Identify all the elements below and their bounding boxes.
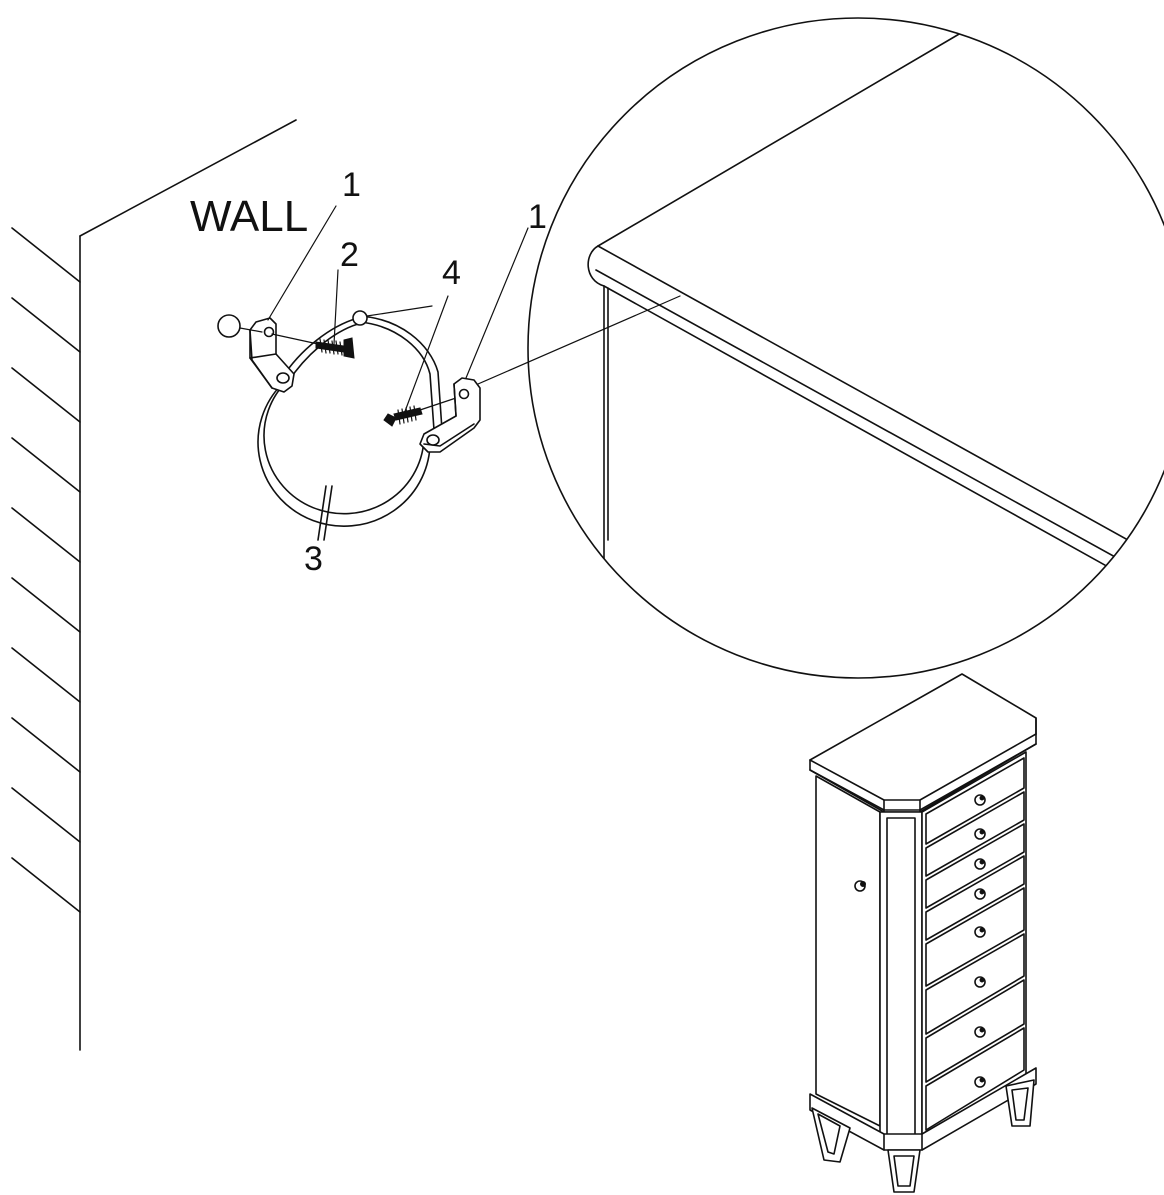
callout-3: 3: [304, 540, 323, 578]
wall-hatching: [11, 227, 81, 913]
callout-1-left: 1: [342, 166, 361, 204]
detail-magnifier: [527, 17, 1164, 679]
jewelry-armoire: [809, 673, 1037, 1193]
armoire-drawers: [925, 757, 1025, 1131]
callout-2: 2: [340, 236, 359, 274]
wall: [11, 119, 297, 1051]
armoire-legs: [811, 1079, 1035, 1193]
screw-left: [271, 333, 355, 359]
callout-4: 4: [442, 254, 461, 292]
callout-1-right: 1: [528, 198, 547, 236]
wall-label: WALL: [190, 192, 308, 241]
bracket-left: [217, 314, 295, 393]
detail-connector-line: [477, 295, 681, 385]
bracket-right: [419, 377, 481, 453]
callouts: 1 2 4 1 3: [267, 166, 547, 578]
armoire-knobs: [854, 794, 986, 1088]
